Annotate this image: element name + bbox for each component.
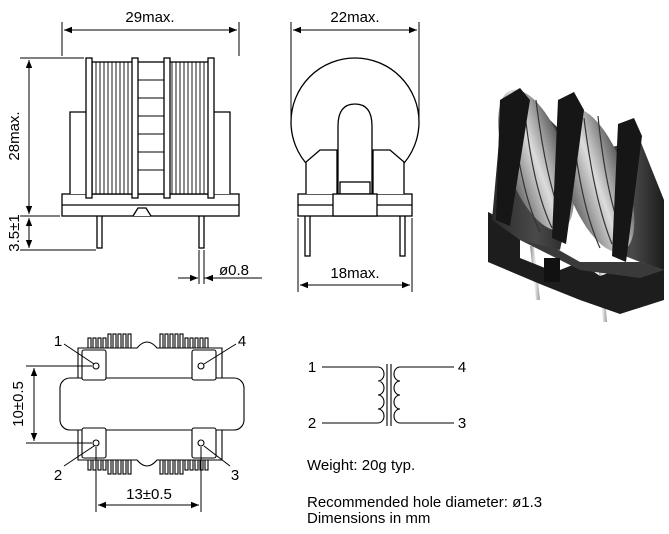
front-winding-right (167, 61, 211, 195)
dim-pin-spacing-y: 10±0.5 (10, 381, 27, 427)
schematic (322, 364, 454, 426)
units-note: Dimensions in mm (307, 510, 431, 527)
side-bracket-left (305, 149, 338, 194)
dim-pin-length: 3.5±1 (6, 214, 23, 251)
side-view (290, 57, 420, 257)
pin-label-1: 1 (54, 333, 62, 350)
side-core (337, 103, 373, 195)
schematic-pin-3: 3 (458, 415, 466, 432)
front-dimensions (20, 22, 262, 284)
hole-note: Recommended hole diameter: ø1.3 (307, 494, 543, 511)
dim-side-base: 18max. (330, 265, 379, 282)
bottom-view (59, 333, 245, 475)
bottom-base (59, 377, 245, 431)
dim-pin-diameter: ø0.8 (219, 262, 249, 279)
side-pin-right (399, 213, 406, 257)
schematic-pin-2: 2 (308, 415, 316, 432)
bottom-dimensions (26, 343, 237, 512)
pin-hole-2 (92, 439, 100, 447)
pin-hole-4 (197, 362, 205, 370)
dim-front-width: 29max. (125, 9, 174, 26)
dim-height: 28max. (6, 111, 23, 160)
dim-pin-spacing-x: 13±0.5 (126, 486, 172, 503)
pin-hole-1 (92, 362, 100, 370)
weight-note: Weight: 20g typ. (307, 457, 416, 474)
front-flange (163, 57, 171, 199)
pin-label-3: 3 (231, 467, 239, 484)
side-dimensions (290, 22, 420, 292)
front-flange (131, 57, 139, 199)
bottom-winding-top (87, 333, 209, 351)
coil-left (377, 366, 385, 424)
schematic-pin-4: 4 (458, 359, 466, 376)
front-core (135, 61, 167, 195)
pin-label-2: 2 (54, 467, 62, 484)
schematic-pin-1: 1 (308, 359, 316, 376)
coil-right (393, 366, 401, 424)
front-flange (85, 57, 93, 199)
dim-side-width: 22max. (330, 9, 379, 26)
front-pin-left (96, 213, 103, 249)
product-photo (488, 88, 664, 322)
front-view (61, 57, 240, 249)
side-pin-left (304, 213, 311, 257)
front-flange (207, 57, 215, 199)
pin-label-4: 4 (238, 333, 246, 350)
pin-hole-3 (197, 439, 205, 447)
front-pin-right (198, 213, 205, 249)
side-bracket-right (372, 149, 405, 194)
